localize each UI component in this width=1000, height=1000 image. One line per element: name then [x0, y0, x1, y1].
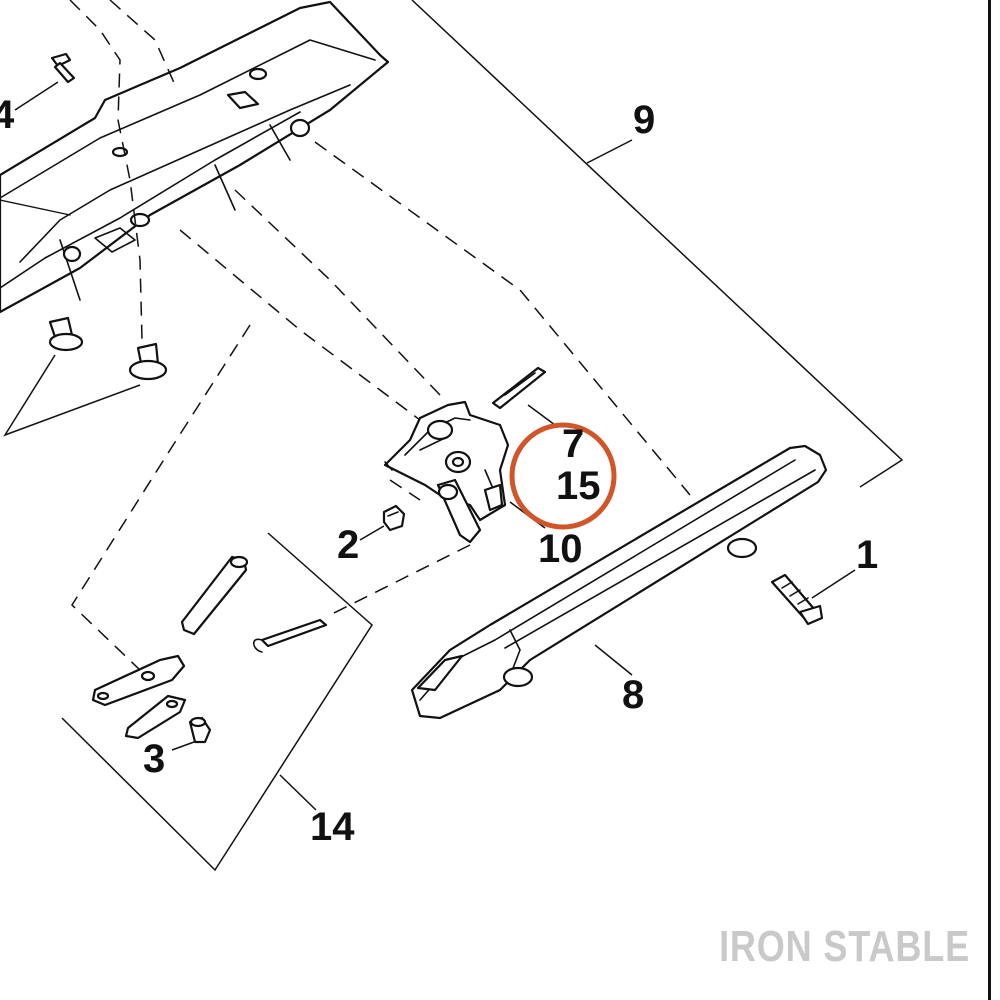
leader-14	[279, 774, 317, 811]
page-border	[988, 0, 991, 1000]
bolt-left	[48, 316, 84, 352]
lever-part-8	[410, 444, 828, 720]
leader-1	[811, 569, 856, 599]
leader-9	[586, 139, 633, 164]
assembly-dashes	[69, 0, 691, 671]
pin-part-7	[491, 366, 547, 410]
leader-bolts	[3, 354, 141, 437]
screw-part-1	[770, 573, 824, 626]
leader-3	[171, 741, 195, 751]
highlight-circle	[509, 422, 617, 530]
callout-3: 3	[143, 737, 165, 781]
callout-14: 14	[310, 805, 355, 849]
callout-15: 15	[556, 464, 601, 508]
leader-14-bracket	[61, 532, 373, 872]
callout-10: 10	[538, 527, 583, 571]
roller-pin	[180, 555, 249, 636]
leader-9-bracket	[411, 0, 904, 488]
callout-2: 2	[337, 523, 359, 567]
bracket-plate	[91, 654, 186, 707]
leader-7	[527, 404, 556, 426]
callout-4: 4	[0, 93, 15, 137]
screw-part-3	[188, 716, 212, 744]
latch-mechanism	[383, 400, 510, 544]
hook-spring	[252, 618, 328, 653]
callout-7: 7	[562, 422, 584, 466]
leader-2	[359, 525, 385, 541]
leader-8	[594, 644, 633, 676]
leader-4	[14, 81, 59, 111]
callout-1: 1	[856, 533, 878, 577]
link-plate	[124, 694, 187, 740]
watermark: IRON STABLE	[719, 922, 970, 971]
bolt-right	[128, 342, 168, 381]
screw-part-4	[50, 52, 76, 84]
upper-housing	[0, 0, 390, 314]
callout-9: 9	[633, 98, 655, 142]
callout-8: 8	[622, 673, 644, 717]
nut-part-2	[382, 504, 406, 532]
